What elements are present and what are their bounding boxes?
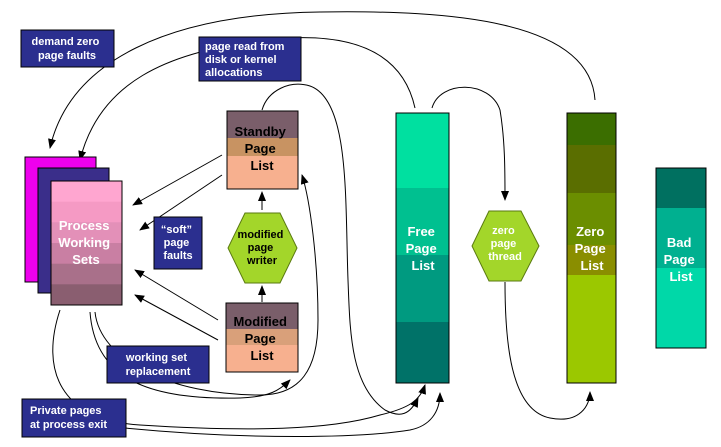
arrow-zero-thread-to-zero-list <box>504 281 594 420</box>
arrow-modified-to-working-sets-2 <box>134 294 219 341</box>
working-set-band <box>51 222 122 244</box>
note-working-set-replacement-text: working set replacement <box>125 352 191 378</box>
arrow-free-to-zero-thread <box>431 86 509 201</box>
note-private-pages-text: Private pages at process exit <box>30 405 107 431</box>
modified-page-list: Modified Page List <box>225 302 299 373</box>
arrow-working-sets-to-modified <box>89 311 291 399</box>
working-set-band <box>51 243 122 265</box>
zero-page-thread: zero page thread <box>471 210 540 282</box>
standby-page-list-label: Standby Page List <box>235 124 290 173</box>
note-page-read: page read from disk or kernel allocation… <box>198 36 302 82</box>
arrow-standby-top-loop <box>261 83 419 415</box>
modified-page-writer-thread: modified page writer <box>227 212 298 284</box>
arrow-private-pages-to-free <box>124 392 444 437</box>
working-set-band <box>51 201 122 223</box>
free-page-list: Free Page List <box>395 112 450 384</box>
zero-page-thread-label: zero page thread <box>488 225 522 263</box>
bad-page-list: Bad Page List <box>655 167 707 349</box>
working-set-band <box>51 263 122 285</box>
arrow-working-sets-to-free <box>52 309 426 430</box>
arrow-zero-to-working-sets <box>48 11 596 149</box>
free-page-list-label: Free Page List <box>406 224 441 273</box>
note-working-set-replacement: working set replacement <box>106 345 210 384</box>
modified-page-list-label: Modified Page List <box>233 314 290 363</box>
modified-page-writer-label: modified page writer <box>238 229 287 267</box>
standby-page-list: Standby Page List <box>226 110 299 190</box>
working-set-band <box>51 284 122 306</box>
process-working-sets-stack: Process Working Sets <box>24 156 123 306</box>
note-demand-zero-text: demand zero page faults <box>32 36 103 62</box>
note-demand-zero: demand zero page faults <box>20 29 115 68</box>
arrow-modified-to-working-sets-1 <box>134 269 219 321</box>
working-set-band <box>51 181 122 203</box>
arrow-standby-to-working-sets-1 <box>132 154 223 206</box>
note-page-read-text: page read from disk or kernel allocation… <box>205 41 288 79</box>
transition-arrows <box>48 11 596 437</box>
note-soft-page-faults-text: “soft” page faults <box>161 224 195 262</box>
working-set-front-border <box>50 180 123 306</box>
note-soft-page-faults: “soft” page faults <box>153 216 203 270</box>
note-private-pages: Private pages at process exit <box>21 398 127 438</box>
process-working-sets-label: Process Working Sets <box>58 218 113 267</box>
zero-page-list-label: Zero Page List <box>575 224 610 273</box>
bad-page-list-label: Bad Page List <box>664 235 699 284</box>
zero-page-list: Zero Page List <box>566 112 617 384</box>
